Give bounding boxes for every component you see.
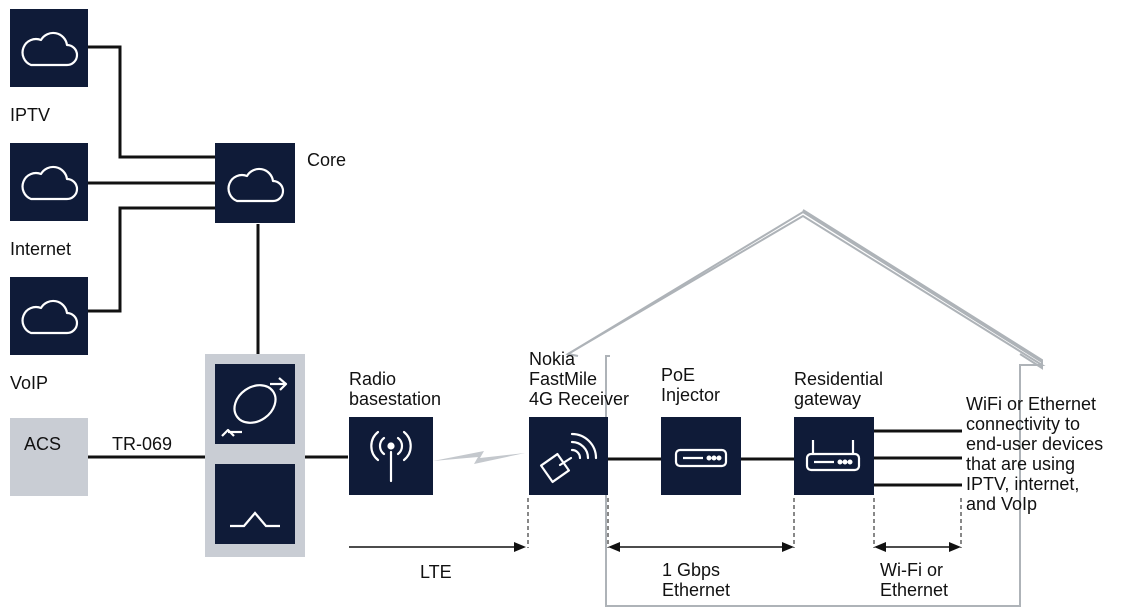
measurement-arrows [349,542,961,552]
poe-label-line1: PoE [661,365,696,385]
house-roof [567,210,1043,370]
poe-label-line2: Injector [661,385,721,405]
ethernet-label-line1: 1 Gbps [662,560,721,580]
wifi-label-line2: Ethernet [880,580,949,600]
ethernet-label-line2: Ethernet [662,580,731,600]
end-user-note-line3: end-user devices [966,434,1104,454]
acs-box [10,418,88,496]
receiver-label-line3: 4G Receiver [529,389,630,409]
end-user-note-line2: connectivity to [966,414,1081,434]
gateway-label-line2: gateway [794,389,862,409]
cloud-icon [21,165,79,201]
node-boxes [10,9,874,544]
iptv-node [10,9,88,87]
poe-node [661,417,741,495]
receiver-label-line2: FastMile [529,369,598,389]
iptv-label: IPTV [10,105,51,125]
wireless-link-icon [433,451,525,464]
cloud-icon [21,299,79,335]
dashed-guides [527,498,962,548]
lte-label: LTE [420,562,452,582]
voip-label: VoIP [10,373,49,393]
end-user-note-line5: IPTV, internet, [966,474,1080,494]
wifi-label-line1: Wi-Fi or [880,560,943,580]
antenna-icon [370,430,412,483]
core-label: Core [307,150,347,170]
tr069-label: TR-069 [112,434,173,454]
cloud-icon [227,167,285,203]
router-icon [805,440,861,472]
gateway-label-line1: Residential [794,369,884,389]
aggregation-bottom-node [215,464,295,544]
end-user-note-line6: and VoIp [966,494,1038,514]
sync-arrows-icon [221,377,288,437]
connection-lines [88,45,962,487]
end-user-note-line4: that are using [966,454,1076,474]
internet-label: Internet [10,239,72,259]
internet-node [10,143,88,221]
voip-node [10,277,88,355]
gateway-node [794,417,874,495]
receiver-label-line1: Nokia [529,349,576,369]
end-user-note-line1: WiFi or Ethernet [966,394,1097,414]
acs-label: ACS [24,434,62,454]
radio-label-line1: Radio [349,369,397,389]
cloud-icon [21,31,79,67]
radio-label-line2: basestation [349,389,442,409]
injector-icon [674,448,728,468]
satellite-dish-icon [539,432,598,484]
switch-icon [230,511,280,528]
core-node [215,143,295,223]
